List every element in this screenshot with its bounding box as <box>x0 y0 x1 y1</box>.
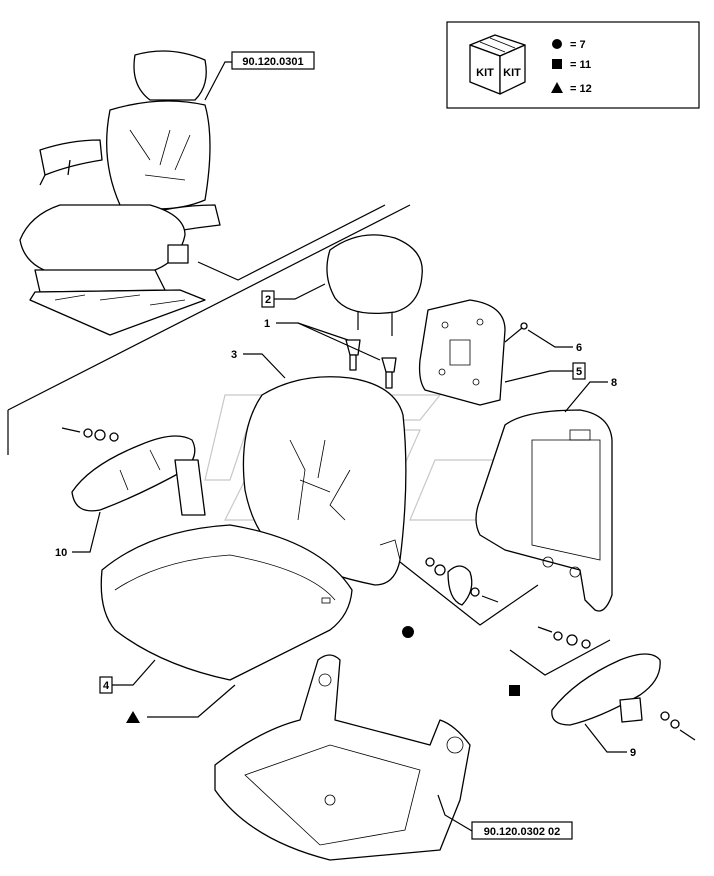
reference-label-seat-assembly[interactable]: 90.120.0301 <box>204 51 315 101</box>
section-divider-lines <box>7 204 611 676</box>
callout-5[interactable]: 5 <box>504 362 586 383</box>
kit-marker-square <box>509 685 520 696</box>
callout-4-text: 4 <box>103 680 110 692</box>
kit-marker-circle <box>402 626 414 638</box>
legend-circle-text: = 7 <box>570 39 586 51</box>
headrest-guides <box>345 339 397 389</box>
kit-marker-triangle <box>126 711 140 723</box>
rear-cover-plate <box>418 299 506 406</box>
callout-9[interactable]: 9 <box>584 723 636 759</box>
kit-text-right: KIT <box>503 67 521 79</box>
assembled-seat-illustration <box>19 50 221 336</box>
backrest-frame <box>475 409 613 612</box>
callout-10-text: 10 <box>55 547 67 559</box>
headrest <box>326 234 423 336</box>
legend-triangle-icon <box>551 82 563 93</box>
legend-square-icon <box>552 59 562 69</box>
left-armrest <box>71 435 206 516</box>
reference-label-text: 90.120.0301 <box>242 56 303 68</box>
kit-text-left: KIT <box>476 67 494 79</box>
callout-8[interactable]: 8 <box>564 377 617 413</box>
callout-3[interactable]: 3 <box>231 349 286 379</box>
callout-6-text: 6 <box>576 342 582 354</box>
callout-10[interactable]: 10 <box>55 511 101 559</box>
legend-circle-icon <box>552 39 562 49</box>
legend-triangle-text: = 12 <box>570 83 592 95</box>
callout-1-text: 1 <box>264 318 270 330</box>
kit-legend: KIT KIT = 7 = 11 = 12 <box>446 21 700 109</box>
callout-8-text: 8 <box>611 377 617 389</box>
screw-6 <box>504 322 528 343</box>
callout-5-text: 5 <box>576 366 582 378</box>
seat-cushion <box>100 524 353 681</box>
callout-2[interactable]: 2 <box>261 283 326 308</box>
left-armrest-fasteners <box>61 427 119 442</box>
callout-3-text: 3 <box>231 349 237 361</box>
callout-2-text: 2 <box>265 294 271 306</box>
callout-6[interactable]: 6 <box>527 329 582 354</box>
legend-square-text: = 11 <box>570 59 591 71</box>
reference-label-text: 90.120.0302 02 <box>484 826 560 838</box>
seat-base-frame <box>214 654 471 861</box>
right-armrest-fasteners <box>537 626 696 741</box>
recliner-mechanism <box>425 557 499 606</box>
backrest-cushion <box>242 376 407 586</box>
kit-marker-triangle-leader <box>147 684 236 718</box>
callout-1[interactable]: 1 <box>264 318 381 361</box>
callout-4[interactable]: 4 <box>99 659 156 694</box>
kit-box-icon: KIT KIT <box>469 34 526 95</box>
callout-9-text: 9 <box>630 747 636 759</box>
right-armrest <box>551 653 661 726</box>
reference-label-seat-base[interactable]: 90.120.0302 02 <box>437 794 573 840</box>
